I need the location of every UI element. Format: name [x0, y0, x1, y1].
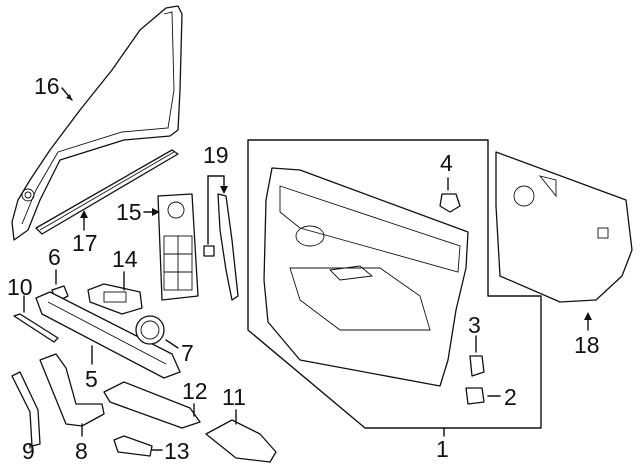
callout-3: 3: [468, 312, 481, 338]
callout-10: 10: [7, 274, 33, 300]
part-4-fastener: [439, 193, 461, 213]
callout-6: 6: [48, 244, 61, 270]
callout-4: 4: [440, 150, 453, 176]
callout-14: 14: [112, 246, 138, 272]
callout-18: 18: [574, 332, 600, 358]
callout-11: 11: [222, 384, 246, 410]
callout-15: 15: [116, 199, 142, 225]
part-5-armrest-trim: [35, 291, 181, 379]
part-1-door-panel: [263, 167, 469, 387]
part-3-clip: [469, 355, 485, 377]
callout-1: 1: [436, 436, 449, 462]
part-16-pillar-trim: [11, 5, 183, 241]
callout-13: 13: [164, 438, 190, 464]
arrow-18: [584, 312, 592, 320]
part-10-strip: [13, 313, 59, 343]
part-12-trim-strip: [103, 381, 201, 429]
leader-7: [165, 339, 179, 349]
callout-19: 19: [203, 142, 229, 168]
callout-5: 5: [85, 366, 98, 392]
part-18-insulation-sheet: [495, 151, 633, 303]
part-9-grab-handle: [11, 371, 41, 447]
part-15-window-switch: [157, 193, 199, 301]
part-17-weatherstrip: [35, 149, 179, 235]
callout-8: 8: [75, 438, 88, 464]
part-7-speaker-grille: [135, 315, 165, 345]
callout-7: 7: [181, 340, 194, 366]
arrow-17: [80, 210, 88, 218]
leader-19b: [207, 175, 225, 193]
callout-2: 2: [504, 384, 517, 410]
callout-9: 9: [22, 438, 35, 464]
arrow-15: [152, 208, 160, 216]
assembly-bracket-frame: [247, 139, 542, 429]
part-11-armrest: [205, 419, 277, 463]
part-13-clip: [113, 435, 153, 457]
part-14-switch-panel: [87, 283, 143, 315]
arrow-19: [220, 186, 228, 194]
part-8-pull-handle: [39, 353, 105, 427]
callout-16: 16: [34, 73, 60, 99]
callout-12: 12: [182, 378, 208, 404]
callout-17: 17: [72, 230, 98, 256]
part-2-clip: [465, 387, 485, 405]
arrow-16: [66, 94, 72, 100]
part-19-bracket: [203, 193, 239, 301]
